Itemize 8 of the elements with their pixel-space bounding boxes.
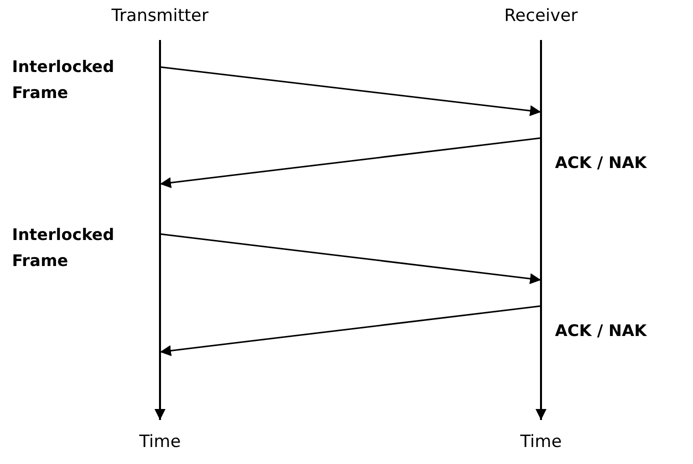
lifeline-header: Transmitter	[110, 6, 210, 26]
lifeline-header: Receiver	[503, 6, 579, 26]
arrow	[160, 233, 542, 284]
axis-label: Time	[138, 432, 182, 452]
arrow	[160, 66, 542, 116]
arrow	[160, 305, 542, 356]
arrow	[160, 137, 542, 188]
axis-label: Time	[519, 432, 563, 452]
